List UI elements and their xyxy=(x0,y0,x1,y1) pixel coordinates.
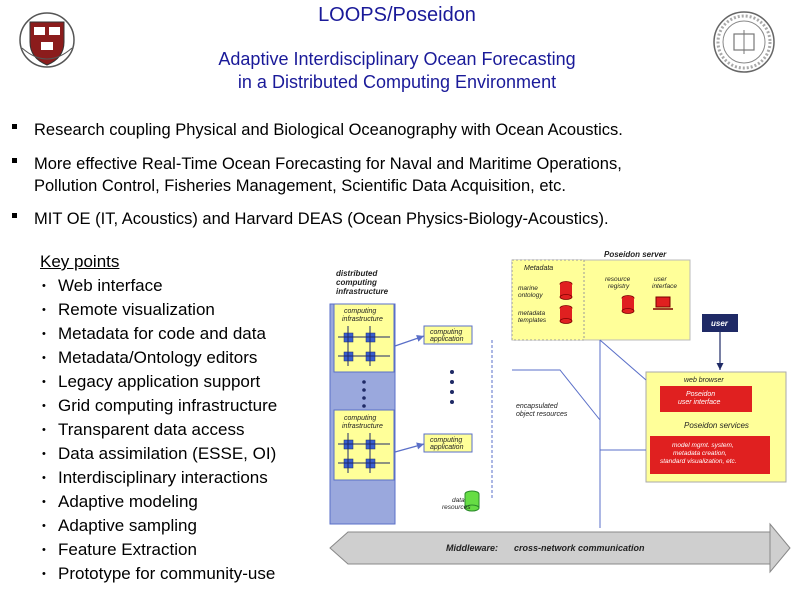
grid-links-top xyxy=(338,326,390,366)
bullet-text: MIT OE (IT, Acoustics) and Harvard DEAS … xyxy=(34,210,609,228)
distributed-infrastructure-group: distributed computing infrastructure com… xyxy=(329,269,396,525)
label-line: infrastructure xyxy=(342,423,383,430)
user-label: user xyxy=(711,319,729,328)
poseidon-ui-label: Poseidon user interface xyxy=(678,391,721,406)
middleware-description: cross-network communication xyxy=(514,543,645,553)
label-line: metadata creation, xyxy=(673,450,727,457)
label-line: registry xyxy=(608,283,630,290)
key-point-item: Data assimilation (ESSE, OI) xyxy=(40,442,277,466)
label-line: infrastructure xyxy=(342,316,383,323)
key-point-item: Legacy application support xyxy=(40,370,277,394)
bullet-text-continued: Pollution Control, Fisheries Management,… xyxy=(34,177,566,195)
connectors xyxy=(512,339,647,528)
label-line: data xyxy=(452,497,465,504)
key-point-item: Transparent data access xyxy=(40,418,277,442)
bullet-text: More effective Real-Time Ocean Forecasti… xyxy=(34,155,622,173)
bullet-item: MIT OE (IT, Acoustics) and Harvard DEAS … xyxy=(8,209,788,231)
web-browser-stack: web browser Poseidon user interface Pose… xyxy=(645,371,787,483)
label-line: Poseidon xyxy=(686,391,715,398)
computing-application-1: computing application xyxy=(423,325,473,345)
computing-application-2: computing application xyxy=(423,433,473,453)
ui-icon xyxy=(655,296,671,308)
data-resources-cylinder: data resources xyxy=(442,490,480,512)
key-point-item: Metadata for code and data xyxy=(40,322,277,346)
user-interface-label: user interface xyxy=(652,276,677,290)
middleware-label: Middleware: xyxy=(446,543,498,553)
metadata-label: Metadata xyxy=(524,265,553,272)
computing-infrastructure-label-1: computing infrastructure xyxy=(342,308,383,323)
poseidon-server-label: Poseidon server xyxy=(604,250,667,259)
label-line: metadata xyxy=(518,310,545,317)
label-line: object resources xyxy=(516,411,568,418)
page-subtitle: Adaptive Interdisciplinary Ocean Forecas… xyxy=(120,48,674,94)
encapsulated-label: encapsulated object resources xyxy=(516,403,568,418)
label-line: user interface xyxy=(678,399,721,406)
key-point-item: Feature Extraction xyxy=(40,538,277,562)
computing-infrastructure-label-2: computing infrastructure xyxy=(342,415,383,430)
label-line: distributed xyxy=(336,269,378,278)
label-line: computing xyxy=(344,308,376,315)
ellipsis-dots-middle xyxy=(450,370,454,404)
bullet-item: Research coupling Physical and Biologica… xyxy=(8,120,788,142)
distributed-infrastructure-label: distributed computing infrastructure xyxy=(336,269,389,296)
resource-registry-label: resource registry xyxy=(605,276,632,290)
subtitle-line-2: in a Distributed Computing Environment xyxy=(237,72,557,92)
key-point-item: Prototype for community-use xyxy=(40,562,277,586)
label-line: user xyxy=(654,276,667,283)
label-line: standard visualization, etc. xyxy=(660,458,737,465)
web-browser-label: web browser xyxy=(684,377,724,384)
key-point-item: Grid computing infrastructure xyxy=(40,394,277,418)
bullet-marker xyxy=(12,213,17,218)
key-point-item: Adaptive modeling xyxy=(40,490,277,514)
metadata-db-icons xyxy=(559,281,635,324)
label-line: marine xyxy=(518,285,538,292)
computing-application-label: computing application xyxy=(430,437,464,451)
label-line: encapsulated xyxy=(516,403,559,410)
poseidon-server: Poseidon server Metadata marine ontology… xyxy=(511,250,691,341)
label-line: computing xyxy=(336,278,377,287)
computing-application-label: computing application xyxy=(430,329,464,343)
label-line: computing xyxy=(344,415,376,422)
app-connectors xyxy=(394,334,425,453)
label-line: infrastructure xyxy=(336,287,389,296)
label-line: interface xyxy=(652,283,677,290)
label-line: computing xyxy=(430,437,462,444)
data-resources-label: data resources xyxy=(442,497,471,511)
grid-links-bottom xyxy=(338,433,390,473)
key-point-item: Metadata/Ontology editors xyxy=(40,346,277,370)
key-point-item: Remote visualization xyxy=(40,298,277,322)
label-line: application xyxy=(430,336,464,343)
metadata-templates-label: metadata templates xyxy=(518,310,547,324)
middleware-band: Middleware: cross-network communication xyxy=(329,522,791,574)
bullet-text: Research coupling Physical and Biologica… xyxy=(34,121,623,139)
architecture-diagram: Middleware: cross-network communication … xyxy=(329,250,791,574)
mit-seal-icon xyxy=(713,11,775,73)
label-line: templates xyxy=(518,317,547,324)
label-line: computing xyxy=(430,329,462,336)
key-point-item: Interdisciplinary interactions xyxy=(40,466,277,490)
poseidon-services-label: Poseidon services xyxy=(684,421,749,430)
label-line: resources xyxy=(442,504,471,511)
page-title: LOOPS/Poseidon xyxy=(318,4,476,26)
bullet-marker xyxy=(12,158,17,163)
bullet-marker xyxy=(12,124,17,129)
label-line: resource xyxy=(605,276,631,283)
ellipsis-dots-left xyxy=(362,380,366,408)
bullet-item: More effective Real-Time Ocean Forecasti… xyxy=(8,154,788,198)
marine-ontology-label: marine ontology xyxy=(518,285,543,299)
label-line: ontology xyxy=(518,292,543,299)
key-point-item: Web interface xyxy=(40,274,277,298)
model-mgmt-label: model mgmt. system, metadata creation, s… xyxy=(660,442,737,465)
key-points-heading: Key points xyxy=(40,252,120,271)
key-point-item: Adaptive sampling xyxy=(40,514,277,538)
label-line: model mgmt. system, xyxy=(672,442,734,449)
subtitle-line-1: Adaptive Interdisciplinary Ocean Forecas… xyxy=(218,49,576,69)
label-line: application xyxy=(430,444,464,451)
harvard-shield-icon xyxy=(19,12,75,68)
key-points-list: Web interface Remote visualization Metad… xyxy=(40,274,277,586)
user-node: user xyxy=(702,314,738,370)
